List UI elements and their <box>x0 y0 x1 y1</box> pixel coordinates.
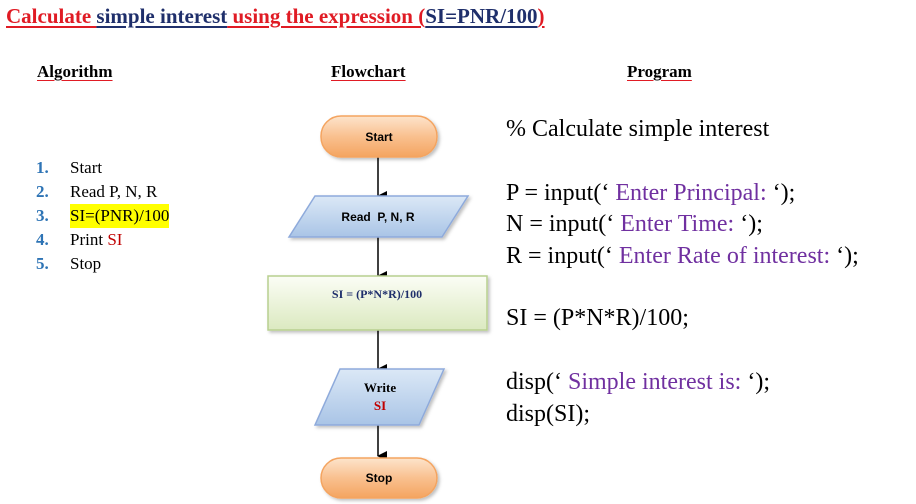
write-label: Write <box>364 380 396 395</box>
code-text: R = input( <box>506 243 605 269</box>
process-box <box>267 275 488 331</box>
quote-open: ‘ <box>554 369 562 395</box>
code-text: ); <box>755 369 770 395</box>
step-number: 4. <box>36 230 49 249</box>
title-part-5: ) <box>537 4 545 28</box>
read-input-shape <box>287 195 470 238</box>
step-text-main: Print <box>70 230 108 249</box>
title-part-2: simple interest <box>96 4 228 28</box>
step-text-accent: SI <box>107 230 123 249</box>
algorithm-heading: Algorithm <box>37 62 113 81</box>
quote-close: ‘ <box>747 369 756 395</box>
code-text: ); <box>844 243 859 269</box>
program-heading: Program <box>627 62 692 81</box>
start-terminator <box>320 115 438 158</box>
step-number: 1. <box>36 158 49 177</box>
title-part-3: using the expression ( <box>227 4 426 28</box>
program-comment: % Calculate simple interest <box>506 116 770 142</box>
program-line-disp-message: disp(‘ Simple interest is: ‘); <box>506 369 770 396</box>
step-text: Print SI <box>70 228 122 252</box>
quote-open: ‘ <box>604 243 613 269</box>
stop-terminator <box>320 457 438 499</box>
code-text: ); <box>780 180 796 206</box>
title-part-4: SI=PNR/100 <box>425 4 538 28</box>
title-part-1: Calculate <box>6 4 97 28</box>
algorithm-step: 2. Read P, N, R <box>36 180 169 204</box>
step-text: Stop <box>70 254 102 273</box>
prompt-string: Enter Principal: <box>609 180 773 206</box>
program-line-disp-result: disp(SI); <box>506 401 590 427</box>
program-line-compute: SI = (P*N*R)/100; <box>506 305 689 331</box>
step-text: Read P, N, R <box>70 182 158 201</box>
program-line-rate: R = input(‘ Enter Rate of interest: ‘); <box>506 243 859 270</box>
algorithm-list: 1. Start 2. Read P, N, R 3. SI=(PNR)/100… <box>36 156 170 276</box>
flowchart-heading: Flowchart <box>331 62 406 81</box>
code-text: ); <box>748 211 763 237</box>
write-output-shape <box>313 368 446 426</box>
program-line-time: N = input(‘ Enter Time: ‘); <box>506 211 763 238</box>
step-number: 5. <box>36 254 49 273</box>
prompt-string: Enter Rate of interest: <box>612 243 837 269</box>
page-title: Calculate simple interest using the expr… <box>6 2 545 30</box>
quote-close: ‘ <box>772 180 781 206</box>
read-input-label: Read P, N, R <box>341 210 414 224</box>
algorithm-step: 1. Start <box>36 156 169 180</box>
code-text: P = input( <box>506 180 602 206</box>
quote-open: ‘ <box>601 180 610 206</box>
algorithm-step: 4. Print SI <box>36 228 169 252</box>
prompt-string: Enter Time: <box>614 211 741 237</box>
step-text-highlighted: SI=(PNR)/100 <box>70 204 170 228</box>
step-number: 2. <box>36 182 49 201</box>
step-text: Start <box>70 158 103 177</box>
step-number: 3. <box>36 206 49 225</box>
program-line-principal: P = input(‘ Enter Principal: ‘); <box>506 180 795 207</box>
prompt-string: Simple interest is: <box>562 369 748 395</box>
code-text: N = input( <box>506 211 607 237</box>
process-label: SI = (P*N*R)/100 <box>332 287 422 301</box>
start-label: Start <box>365 130 392 144</box>
code-text: disp( <box>506 369 554 395</box>
quote-close: ‘ <box>836 243 845 269</box>
stop-label: Stop <box>366 471 393 485</box>
algorithm-step: 5. Stop <box>36 252 169 276</box>
quote-open: ‘ <box>606 211 615 237</box>
quote-close: ‘ <box>740 211 749 237</box>
write-value: SI <box>374 398 386 413</box>
algorithm-step: 3. SI=(PNR)/100 <box>36 204 170 228</box>
